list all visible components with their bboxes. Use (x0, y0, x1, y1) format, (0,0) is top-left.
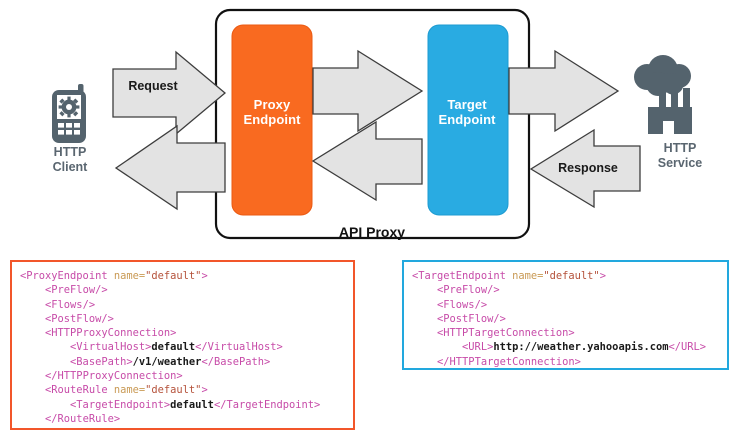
code-token-sp (20, 399, 70, 411)
code-token-sp (20, 413, 45, 425)
proxy-endpoint-box[interactable] (231, 24, 313, 216)
code-line: <BasePath>/v1/weather</BasePath> (20, 355, 353, 369)
code-line: <HTTPTargetConnection> (412, 326, 727, 340)
code-token-tag: <PostFlow/> (45, 312, 114, 325)
code-line: </RouteRule> (20, 412, 353, 426)
code-line: <HTTPProxyConnection> (20, 326, 353, 340)
code-line: </ProxyEndpoint> (20, 426, 353, 428)
code-token-tag: <PreFlow/> (437, 284, 500, 297)
http-service-label: HTTP Service (657, 141, 703, 170)
code-token-sp (20, 370, 45, 382)
code-token-sp (20, 327, 45, 339)
code-line: <PostFlow/> (412, 312, 727, 326)
code-token-sp (412, 313, 437, 325)
code-token-tag: </ProxyEndpoint> (20, 427, 120, 428)
client-return-arrow (114, 124, 226, 211)
request-arrow (112, 50, 227, 136)
code-token-txt: default (170, 398, 214, 411)
code-token-tag: </URL> (668, 341, 707, 354)
code-token-tag: <Flows/> (45, 298, 96, 311)
code-line: <RouteRule name="default"> (20, 383, 353, 397)
code-line: <PreFlow/> (20, 283, 353, 297)
proxy-to-target-arrow (312, 49, 424, 133)
code-token-tag: <PreFlow/> (45, 284, 108, 297)
code-token-tag: <ProxyEndpoint (20, 270, 114, 282)
code-token-txt: http://weather.yahooapis.com (493, 341, 669, 354)
code-token-tag: <TargetEndpoint (412, 270, 513, 282)
code-line: <VirtualHost>default</VirtualHost> (20, 340, 353, 354)
code-token-tag: </TargetEndpoint> (213, 398, 321, 411)
code-token-val: "default" (543, 270, 600, 282)
http-client-icon (52, 84, 86, 143)
code-token-tag: <HTTPTargetConnection> (437, 327, 575, 340)
code-token-val: "default" (145, 384, 202, 397)
code-token-tag: </VirtualHost> (195, 341, 283, 354)
code-token-txt: default (151, 341, 196, 354)
code-line: <Flows/> (412, 298, 727, 312)
code-token-sp (412, 356, 437, 368)
code-token-sp (20, 341, 70, 353)
request-arrow-label: Request (128, 79, 178, 93)
code-token-attr: name= (113, 384, 146, 397)
target-endpoint-label: Target Endpoint (438, 97, 496, 127)
code-token-sp (20, 356, 70, 368)
target-to-proxy-arrow (311, 120, 423, 202)
code-line: <PostFlow/> (20, 312, 353, 326)
code-token-tag: <VirtualHost> (70, 341, 152, 354)
code-line: <PreFlow/> (412, 283, 727, 297)
code-token-sp (412, 299, 437, 311)
factory-shape (648, 88, 692, 134)
code-line: </TargetEndpoint> (412, 369, 727, 370)
code-line: <Flows/> (20, 298, 353, 312)
code-token-sp (20, 384, 45, 396)
http-client-label: HTTP Client (52, 145, 88, 174)
code-token-tag: <Flows/> (437, 298, 488, 311)
code-line: <TargetEndpoint>default</TargetEndpoint> (20, 398, 353, 412)
code-token-sp (20, 284, 45, 296)
api-proxy-title: API Proxy (338, 224, 406, 240)
code-token-tag: </BasePath> (201, 355, 271, 368)
code-line: <ProxyEndpoint name="default"> (20, 269, 353, 283)
cloud-shape (634, 55, 691, 96)
code-token-sp (20, 299, 45, 311)
code-token-tag: <URL> (462, 341, 494, 354)
code-token-txt: /v1/weather (132, 355, 202, 368)
response-arrow-label: Response (558, 161, 618, 175)
code-token-sp (412, 341, 462, 353)
code-line: <URL>http://weather.yahooapis.com</URL> (412, 340, 727, 354)
code-token-tag: > (599, 270, 606, 282)
code-line: </HTTPProxyConnection> (20, 369, 353, 383)
code-token-tag: <PostFlow/> (437, 312, 506, 325)
response-arrow (529, 128, 641, 209)
code-token-attr: name= (113, 270, 146, 282)
code-token-attr: name= (512, 270, 544, 282)
code-token-tag: <TargetEndpoint> (70, 398, 171, 411)
code-line: </HTTPTargetConnection> (412, 355, 727, 368)
code-token-tag: <HTTPProxyConnection> (45, 327, 177, 340)
code-token-tag: <RouteRule (45, 384, 114, 397)
target-endpoint-code-block[interactable]: <TargetEndpoint name="default"> <PreFlow… (402, 260, 729, 370)
code-token-val: "default" (145, 270, 202, 282)
code-token-tag: </HTTPProxyConnection> (45, 370, 183, 383)
code-token-tag: </HTTPTargetConnection> (437, 355, 581, 368)
code-token-sp (412, 284, 437, 296)
code-token-tag: > (201, 384, 208, 397)
proxy-endpoint-code-block[interactable]: <ProxyEndpoint name="default"> <PreFlow/… (10, 260, 355, 430)
api-proxy-diagram (52, 8, 692, 240)
target-to-service-arrow (508, 49, 620, 133)
code-token-sp (412, 327, 437, 339)
http-service-icon (634, 55, 692, 134)
code-line: <TargetEndpoint name="default"> (412, 269, 727, 283)
code-token-tag: <BasePath> (70, 355, 133, 368)
code-token-tag: > (201, 270, 208, 282)
proxy-endpoint-label: Proxy Endpoint (243, 97, 301, 127)
code-token-sp (20, 313, 45, 325)
target-endpoint-box[interactable] (427, 24, 509, 216)
code-token-tag: </RouteRule> (45, 412, 121, 425)
